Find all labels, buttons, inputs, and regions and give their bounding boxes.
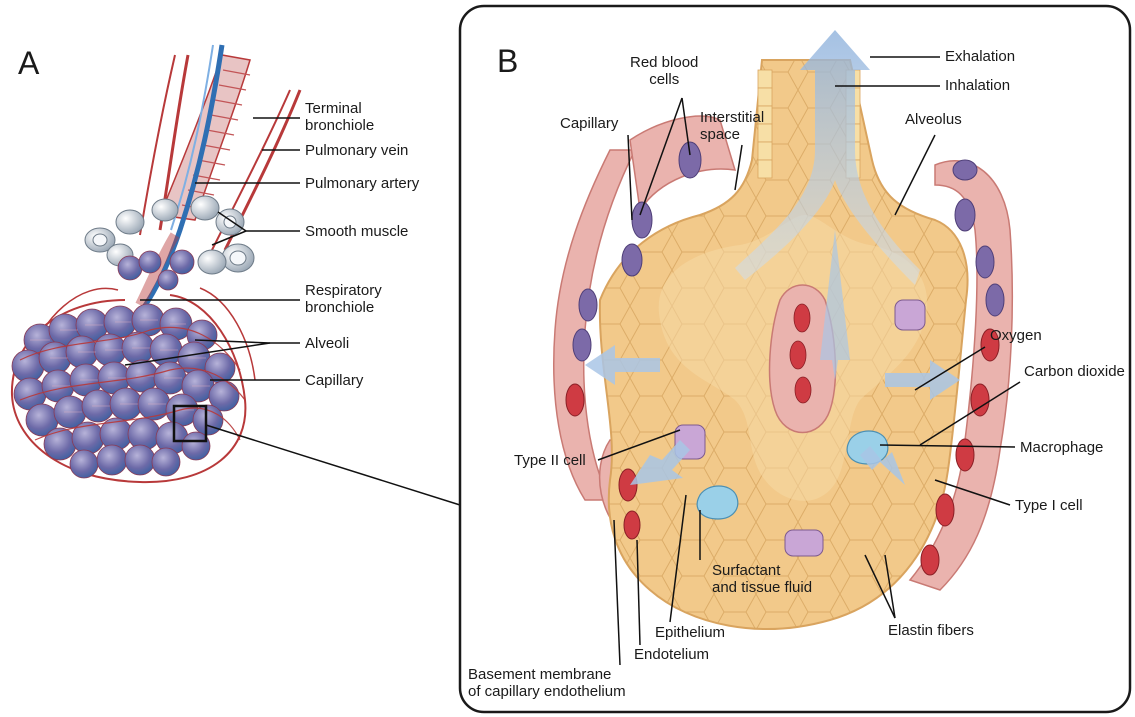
label-terminal-bronchiole: Terminal bronchiole: [305, 100, 374, 134]
label-capillary-b: Capillary: [560, 115, 618, 132]
label-alveoli: Alveoli: [305, 335, 349, 352]
label-type-ii-cell: Type II cell: [514, 452, 586, 469]
label-pulmonary-vein: Pulmonary vein: [305, 142, 408, 159]
label-red-blood-cells: Red blood cells: [630, 54, 698, 88]
label-exhalation: Exhalation: [945, 48, 1015, 65]
label-endotelium: Endotelium: [634, 646, 709, 663]
label-interstitial-space: Interstitial space: [700, 109, 764, 143]
label-oxygen: Oxygen: [990, 327, 1042, 344]
label-inhalation: Inhalation: [945, 77, 1010, 94]
label-pulmonary-artery: Pulmonary artery: [305, 175, 419, 192]
panel-b-letter: B: [497, 44, 518, 78]
label-elastin-fibers: Elastin fibers: [888, 622, 974, 639]
label-epithelium: Epithelium: [655, 624, 725, 641]
label-carbon-dioxide: Carbon dioxide: [1024, 363, 1125, 380]
panel-a-letter: A: [18, 46, 39, 80]
label-basement-membrane: Basement membrane of capillary endotheli…: [468, 666, 626, 700]
label-smooth-muscle: Smooth muscle: [305, 223, 408, 240]
label-type-i-cell: Type I cell: [1015, 497, 1083, 514]
label-macrophage: Macrophage: [1020, 439, 1103, 456]
label-alveolus: Alveolus: [905, 111, 962, 128]
panel-a-illustration: [12, 45, 460, 505]
label-capillary-a: Capillary: [305, 372, 363, 389]
label-surfactant: Surfactant and tissue fluid: [712, 562, 812, 596]
label-respiratory-bronchiole: Respiratory bronchiole: [305, 282, 382, 316]
